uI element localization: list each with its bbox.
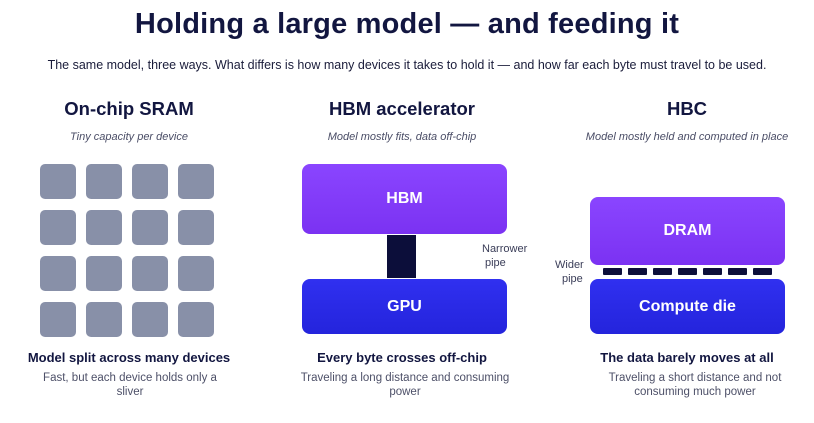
wide-pipe-segment bbox=[653, 268, 672, 275]
hbc-column-header: HBC Model mostly held and computed in pl… bbox=[572, 98, 802, 143]
sram-device-chip bbox=[178, 210, 214, 245]
wide-pipe-segment bbox=[753, 268, 772, 275]
sram-device-chip bbox=[178, 164, 214, 199]
sram-device-chip bbox=[40, 302, 76, 337]
compute-die-block: Compute die bbox=[590, 279, 785, 334]
diagram-title: Holding a large model — and feeding it bbox=[134, 8, 680, 40]
sram-device-chip bbox=[178, 302, 214, 337]
hbm-caption: Model mostly fits, data off-chip bbox=[327, 131, 477, 143]
sram-device-grid bbox=[40, 164, 216, 337]
sram-device-chip bbox=[86, 302, 122, 337]
narrow-pipe-label: Narrower pipe bbox=[482, 243, 528, 269]
hbm-footer-title: Every byte crosses off-chip bbox=[317, 350, 487, 365]
hbm-footer-desc: Traveling a long distance and consuming … bbox=[300, 372, 510, 399]
narrow-pipe bbox=[387, 235, 416, 278]
wide-pipe-segment bbox=[703, 268, 722, 275]
sram-device-chip bbox=[132, 302, 168, 337]
sram-device-chip bbox=[178, 256, 214, 291]
sram-footer-title: Model split across many devices bbox=[27, 350, 231, 365]
hbm-column-header: HBM accelerator Model mostly fits, data … bbox=[290, 98, 514, 143]
hbc-caption: Model mostly held and computed in place bbox=[585, 131, 789, 143]
sram-device-chip bbox=[86, 256, 122, 291]
sram-device-chip bbox=[86, 210, 122, 245]
sram-device-chip bbox=[40, 256, 76, 291]
sram-device-chip bbox=[40, 164, 76, 199]
gpu-block: GPU bbox=[302, 279, 507, 334]
sram-caption: Tiny capacity per device bbox=[70, 131, 188, 143]
hbc-heading: HBC bbox=[666, 98, 708, 119]
sram-heading: On-chip SRAM bbox=[64, 98, 194, 119]
sram-device-chip bbox=[86, 164, 122, 199]
wide-pipe-segment bbox=[603, 268, 622, 275]
wide-pipe-segment bbox=[678, 268, 697, 275]
diagram-subtitle: The same model, three ways. What differs… bbox=[47, 58, 767, 72]
sram-device-chip bbox=[132, 210, 168, 245]
sram-device-chip bbox=[132, 256, 168, 291]
wide-pipe-segment bbox=[628, 268, 647, 275]
sram-column-header: On-chip SRAM Tiny capacity per device bbox=[18, 98, 240, 143]
dram-block: DRAM bbox=[590, 197, 785, 265]
hbc-footer-title: The data barely moves at all bbox=[600, 350, 774, 365]
sram-device-chip bbox=[132, 164, 168, 199]
sram-device-chip bbox=[40, 210, 76, 245]
wide-pipe-label: Wider pipe bbox=[555, 259, 584, 285]
hbc-footer-desc: Traveling a short distance and not consu… bbox=[608, 372, 782, 399]
sram-footer-desc: Fast, but each device holds only a slive… bbox=[43, 372, 217, 399]
hbm-heading: HBM accelerator bbox=[328, 98, 475, 119]
wide-pipe-segment bbox=[728, 268, 747, 275]
hbm-memory-block: HBM bbox=[302, 164, 507, 234]
